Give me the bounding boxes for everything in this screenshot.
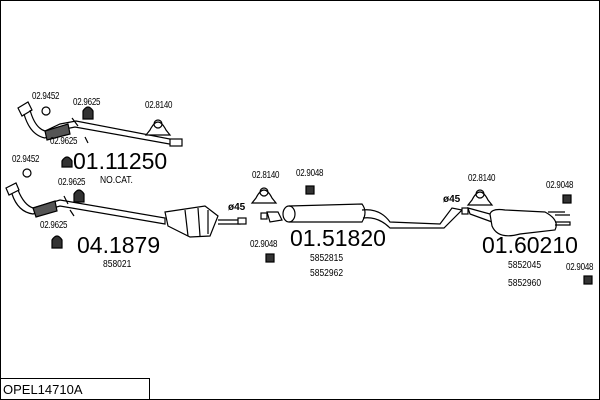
reference-number: 5852960	[508, 278, 542, 289]
diameter-label: ø45	[443, 194, 461, 205]
part-label: 02.9625	[40, 220, 68, 231]
part-label: 02.8140	[252, 170, 280, 181]
part-label: 02.9625	[73, 97, 101, 108]
assembly-number: 01.51820	[290, 225, 386, 251]
mounting-parts	[22, 106, 593, 285]
assembly-number: 01.60210	[482, 232, 578, 258]
part-label: 02.9625	[58, 177, 86, 188]
assembly-number: 01.11250	[73, 148, 168, 174]
part-label: 02.8140	[145, 100, 173, 111]
part-label: 02.9048	[250, 239, 278, 250]
diagram-title: OPEL14710A	[0, 378, 150, 399]
part-label: 02.9048	[566, 262, 594, 273]
rear-silencer	[461, 207, 571, 237]
assembly-number: 04.1879	[77, 232, 161, 258]
part-label: 02.9048	[546, 180, 574, 191]
part-label: 02.9452	[12, 154, 40, 165]
middle-silencer	[260, 203, 464, 229]
reference-number: 5852045	[508, 260, 542, 271]
part-label: 02.9048	[296, 168, 324, 179]
front-pipe-catalyst	[5, 182, 247, 238]
assembly-note: NO.CAT.	[100, 175, 133, 186]
diameter-label: ø45	[228, 202, 246, 213]
reference-number: 5852815	[310, 253, 344, 264]
reference-number: 5852962	[310, 268, 344, 279]
front-pipe-nocat	[17, 101, 183, 147]
part-label: 02.8140	[468, 173, 496, 184]
reference-number: 858021	[103, 259, 132, 270]
part-label: 02.9452	[32, 91, 60, 102]
part-label: 02.9625	[50, 136, 78, 147]
